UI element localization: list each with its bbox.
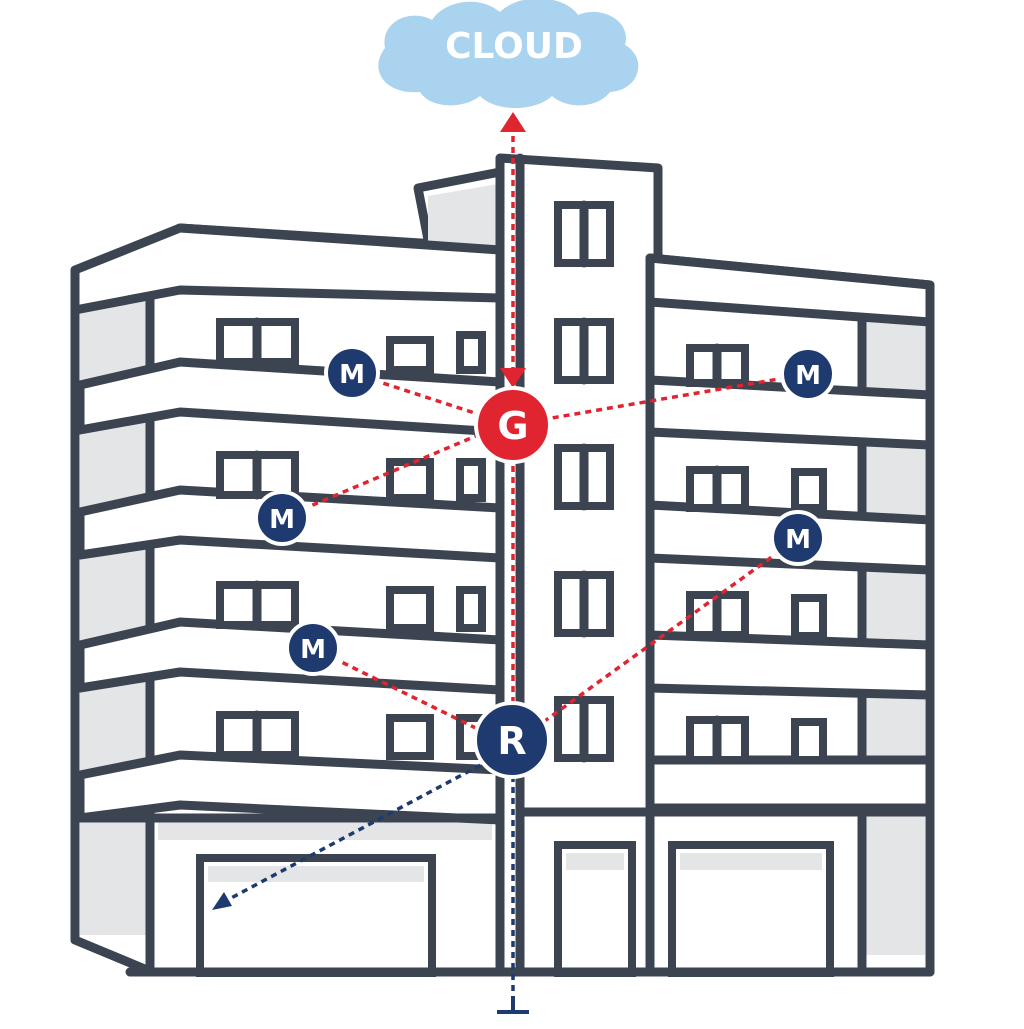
mesh-node-label: M <box>300 635 326 665</box>
mesh-node-5[interactable]: M <box>285 620 341 676</box>
cloud: CLOUD <box>378 0 639 108</box>
ground-terminal-icon <box>497 996 529 1014</box>
nodes: M M M M M G R <box>254 345 836 779</box>
uplink-arrow-up-icon <box>500 112 526 132</box>
mesh-node-4[interactable]: M <box>770 510 826 566</box>
garage-arrow-icon <box>212 892 232 910</box>
left-floor-slabs <box>70 223 505 825</box>
mesh-3-gateway-link <box>281 428 491 520</box>
gateway-label: G <box>497 404 528 448</box>
cloud-icon <box>378 0 639 108</box>
mesh-2-gateway-link <box>539 372 809 422</box>
uplink-arrow-down-icon <box>500 368 526 388</box>
mesh-node-3[interactable]: M <box>254 490 310 546</box>
ground-floor <box>70 807 935 977</box>
gateway-node[interactable]: G <box>474 386 552 464</box>
router-node[interactable]: R <box>473 701 551 779</box>
mesh-node-label: M <box>339 360 365 390</box>
router-garage-link <box>217 758 491 907</box>
router-label: R <box>497 719 526 763</box>
mesh-node-label: M <box>269 505 295 535</box>
right-windows <box>686 343 827 765</box>
mesh-node-1[interactable]: M <box>324 345 380 401</box>
mesh-node-label: M <box>795 361 821 391</box>
tower-windows <box>554 200 614 763</box>
cloud-label: CLOUD <box>445 26 583 67</box>
mesh-node-label: M <box>785 525 811 555</box>
mesh-node-2[interactable]: M <box>780 346 836 402</box>
